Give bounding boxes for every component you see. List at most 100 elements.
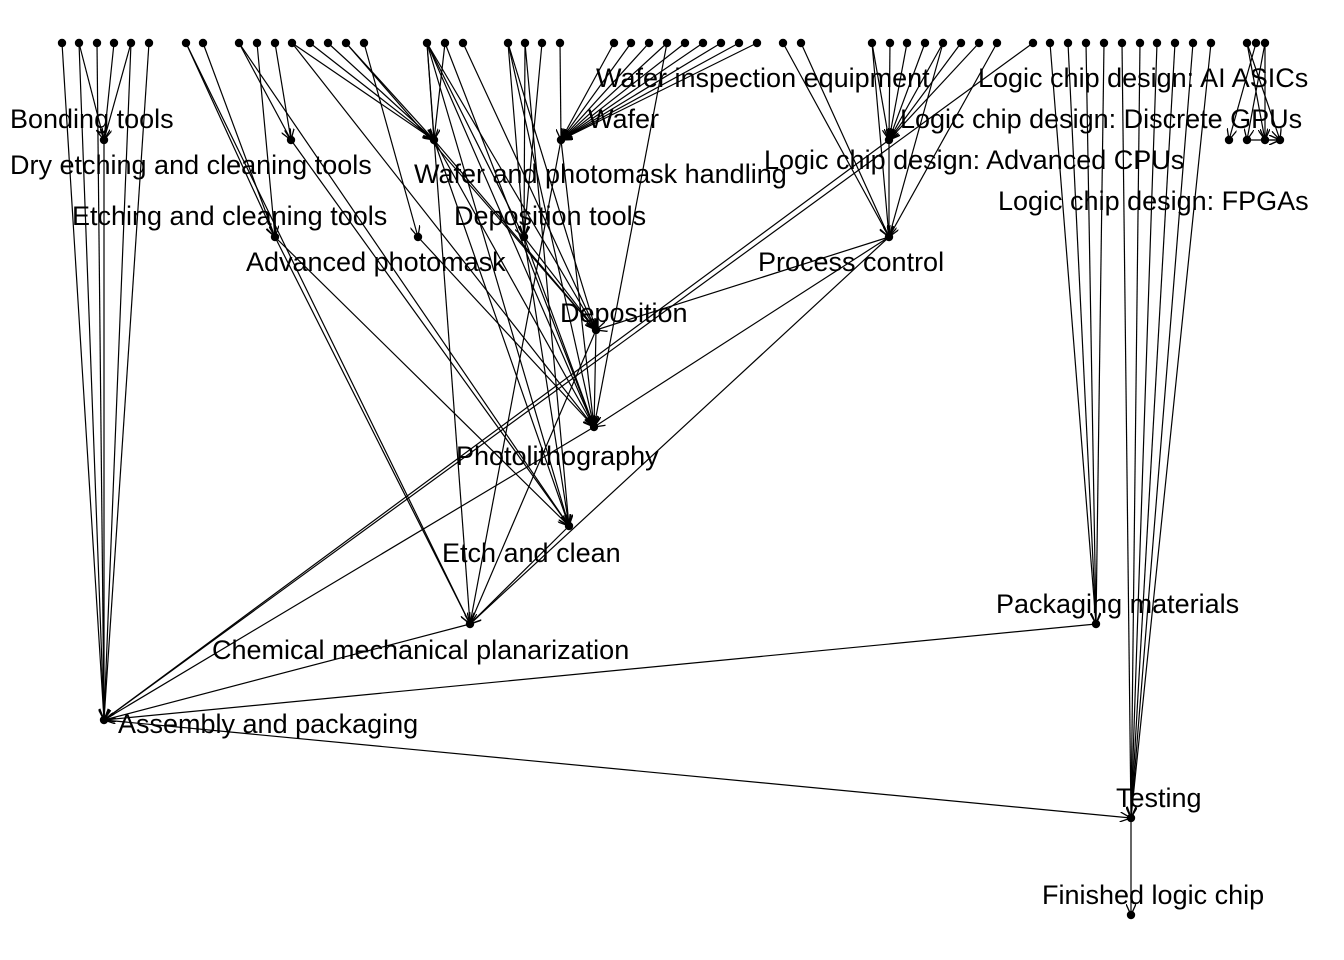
source-node: [555, 38, 565, 48]
node-etching-tools: [270, 232, 280, 242]
source-edge: [104, 42, 132, 720]
label-packaging-materials: Packaging materials: [996, 589, 1239, 619]
source-edge: [524, 42, 569, 526]
source-node: [252, 38, 262, 48]
source-edge: [256, 42, 275, 237]
source-edge: [1229, 42, 1257, 140]
source-node: [503, 38, 513, 48]
source-edge: [561, 42, 704, 140]
source-edge: [78, 42, 104, 720]
source-edge: [104, 42, 132, 140]
source-edge: [462, 42, 596, 330]
source-node: [458, 38, 468, 48]
label-etch-and-clean: Etch and clean: [442, 538, 621, 568]
source-node: [1081, 38, 1091, 48]
source-edge: [274, 42, 291, 140]
source-edge: [345, 42, 596, 330]
node-process-control: [884, 232, 894, 242]
source-node: [57, 38, 67, 48]
source-edge: [561, 42, 668, 140]
source-edge: [594, 42, 668, 427]
source-node: [644, 38, 654, 48]
source-edge: [889, 42, 980, 140]
edge-process_control-to-photolithography: [594, 236, 890, 427]
edge-wafer_photomask_handling-to-etch_and_clean: [433, 139, 569, 526]
source-edge: [889, 42, 890, 140]
label-logic-fpgas: Logic chip design: FPGAs: [998, 186, 1309, 216]
label-logic-ai-asics: Logic chip design: AI ASICs: [978, 63, 1308, 93]
nodes-layer: [57, 38, 1285, 920]
edge-photolithography-to-assembly_and_packaging: [104, 426, 595, 720]
source-edge: [185, 42, 275, 237]
source-node: [938, 38, 948, 48]
source-node: [796, 38, 806, 48]
source-node: [867, 38, 877, 48]
source-node: [1099, 38, 1109, 48]
edge-dry_etching_tools-to-etch_and_clean: [290, 139, 569, 526]
node-wafer-inspection: [884, 135, 894, 145]
source-node: [359, 38, 369, 48]
label-wafer: Wafer: [588, 104, 659, 134]
source-node: [305, 38, 315, 48]
source-node: [422, 38, 432, 48]
edge-process_control-to-chemical_mechanical_planarization: [470, 236, 890, 624]
source-node: [1045, 38, 1055, 48]
source-edge: [889, 42, 944, 140]
source-edge: [889, 42, 962, 140]
source-node: [902, 38, 912, 48]
source-edge: [1131, 42, 1158, 818]
label-testing: Testing: [1116, 783, 1202, 813]
labels-layer: Bonding tools Dry etching and cleaning t…: [10, 63, 1309, 910]
source-edge: [1121, 42, 1131, 818]
edge-wafer_photomask_handling-to-deposition: [433, 139, 596, 330]
source-node: [920, 38, 930, 48]
source-edge: [1131, 42, 1141, 818]
source-edge: [434, 42, 446, 140]
source-node: [1206, 38, 1216, 48]
source-edge: [1085, 42, 1096, 624]
source-node: [1242, 38, 1252, 48]
node-dry-etching-tools: [286, 135, 296, 145]
source-edge: [426, 42, 596, 330]
source-node: [198, 38, 208, 48]
source-node: [323, 38, 333, 48]
source-node: [662, 38, 672, 48]
source-node: [92, 38, 102, 48]
node-wafer: [556, 135, 566, 145]
source-edge: [1131, 42, 1212, 818]
label-wafer-photomask-handling: Wafer and photomask handling: [414, 159, 787, 189]
edge-advanced_photomask-to-photolithography: [417, 236, 594, 427]
edge-etching_tools-to-chemical_mechanical_planarization: [274, 236, 470, 624]
source-edge: [889, 42, 908, 140]
node-chemical-mechanical-planarization: [465, 619, 475, 629]
source-edge: [782, 42, 889, 237]
source-node: [520, 38, 530, 48]
edge-deposition_tools-to-etch_and_clean: [523, 236, 569, 526]
node-testing: [1126, 813, 1136, 823]
source-node: [956, 38, 966, 48]
source-edge: [561, 42, 615, 140]
edge-packaging_materials-to-assembly_and_packaging: [104, 623, 1097, 720]
source-node: [716, 38, 726, 48]
source-node: [1117, 38, 1127, 48]
node-assembly-and-packaging: [99, 715, 109, 725]
source-node: [1170, 38, 1180, 48]
source-node: [181, 38, 191, 48]
source-node: [1260, 38, 1270, 48]
edge-deposition-to-photolithography: [594, 329, 596, 427]
node-finished-logic-chip: [1126, 910, 1136, 920]
source-edge: [561, 42, 722, 140]
source-node: [680, 38, 690, 48]
node-logic-discrete-gpus: [1275, 135, 1285, 145]
source-node: [1063, 38, 1073, 48]
source-edge: [889, 42, 944, 237]
node-etch-and-clean: [564, 521, 574, 531]
source-edge: [1246, 42, 1280, 140]
source-edge: [871, 42, 889, 140]
node-logic-fpgas: [1242, 135, 1252, 145]
edge-chemical_mechanical_planarization-to-assembly_and_packaging: [104, 623, 471, 720]
source-edge: [800, 42, 889, 237]
source-node: [778, 38, 788, 48]
source-edge: [561, 42, 758, 140]
label-etching-tools: Etching and cleaning tools: [72, 201, 387, 231]
